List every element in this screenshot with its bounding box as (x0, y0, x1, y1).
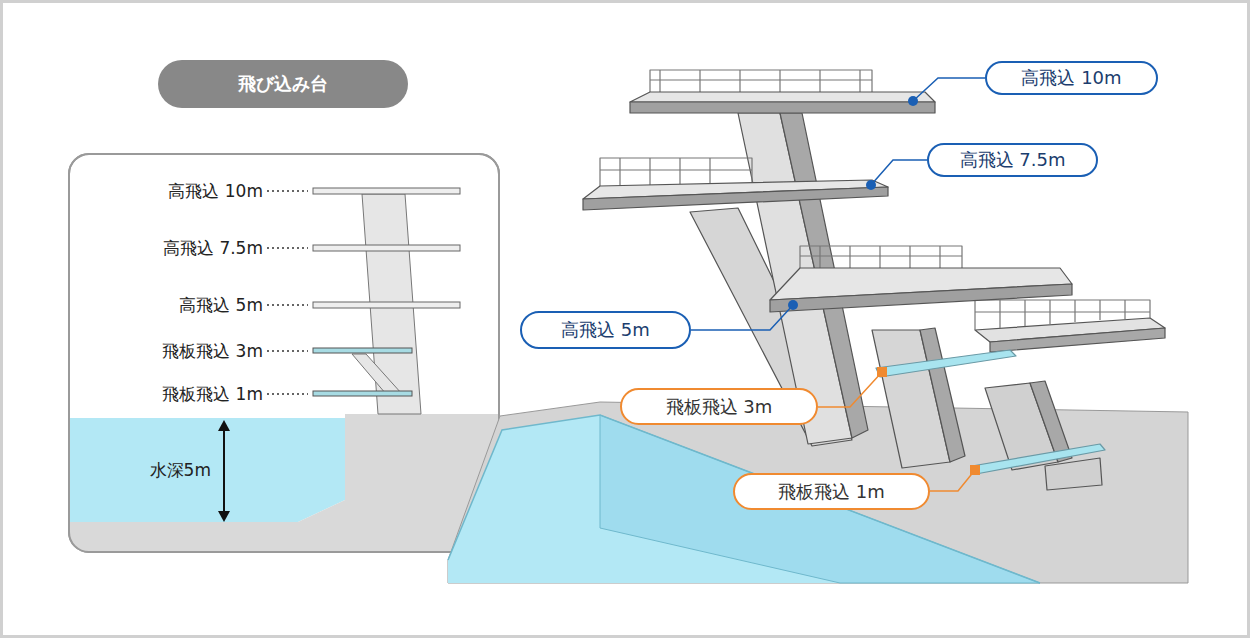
title-text: 飛び込み台 (238, 72, 328, 96)
callout-text: 高飛込 7.5m (960, 148, 1066, 172)
callout-box: 飛板飛込 1m (733, 473, 930, 510)
height-label: 高飛込 5m (179, 294, 263, 316)
tower (583, 70, 1165, 490)
height-label: 飛板飛込 1m (162, 383, 263, 405)
callout-box: 高飛込 7.5m (927, 143, 1098, 177)
height-label: 飛板飛込 3m (162, 340, 263, 362)
callout-box: 飛板飛込 3m (620, 388, 818, 425)
depth-arrow (218, 420, 230, 522)
title-pill: 飛び込み台 (158, 60, 408, 108)
height-label: 高飛込 7.5m (163, 237, 263, 259)
callout-box: 高飛込 10m (985, 61, 1158, 95)
callout-box: 高飛込 5m (520, 311, 691, 349)
height-label: 高飛込 10m (168, 180, 263, 202)
depth-label: 水深5m (148, 459, 213, 481)
callout-text: 高飛込 5m (561, 318, 650, 342)
inset-tower (313, 188, 460, 414)
inset-panel (69, 154, 500, 553)
callout-text: 飛板飛込 1m (778, 480, 885, 504)
callout-text: 高飛込 10m (1021, 66, 1121, 90)
callout-text: 飛板飛込 3m (666, 395, 773, 419)
leader-lines (691, 78, 985, 491)
dotted-leaders (267, 191, 308, 394)
